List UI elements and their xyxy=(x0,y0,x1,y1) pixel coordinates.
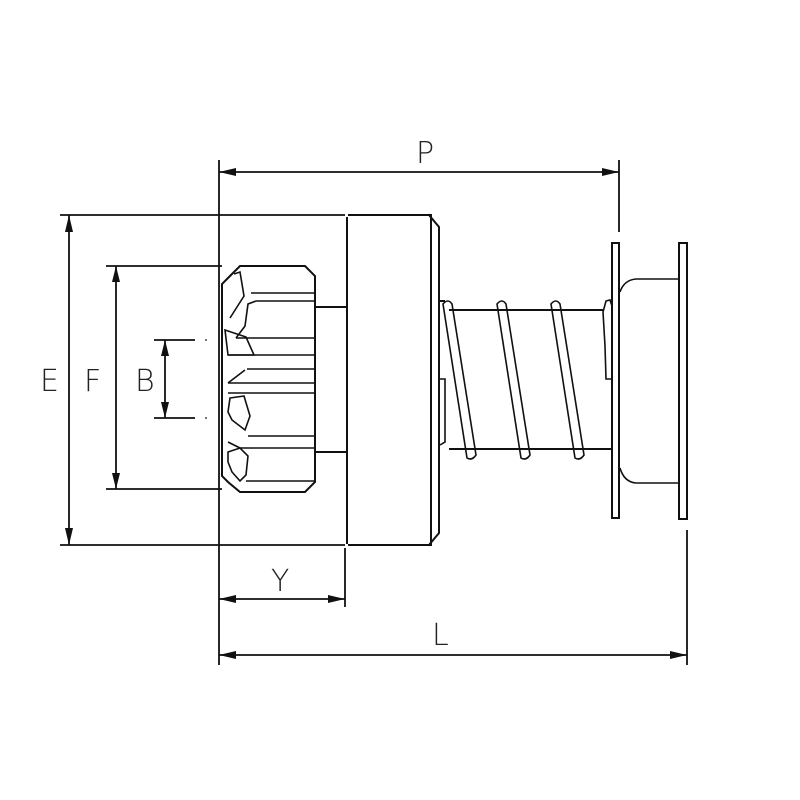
pinion-gear xyxy=(221,265,348,493)
dimension-e: E xyxy=(40,214,345,546)
flange-assembly xyxy=(611,242,688,520)
dimension-y: Y xyxy=(219,548,346,607)
dimension-p: P xyxy=(218,136,620,665)
clutch-housing xyxy=(346,213,440,547)
label-b: B xyxy=(135,364,155,399)
label-y: Y xyxy=(271,564,289,599)
dimension-f: F xyxy=(84,265,222,490)
dimension-l: L xyxy=(219,530,688,665)
label-f: F xyxy=(84,364,101,399)
spring-coils xyxy=(442,300,585,460)
spring-sleeve xyxy=(438,299,613,450)
label-p: P xyxy=(416,136,434,171)
label-e: E xyxy=(40,364,59,399)
dimension-b: B xyxy=(135,339,207,419)
label-l: L xyxy=(432,618,449,653)
